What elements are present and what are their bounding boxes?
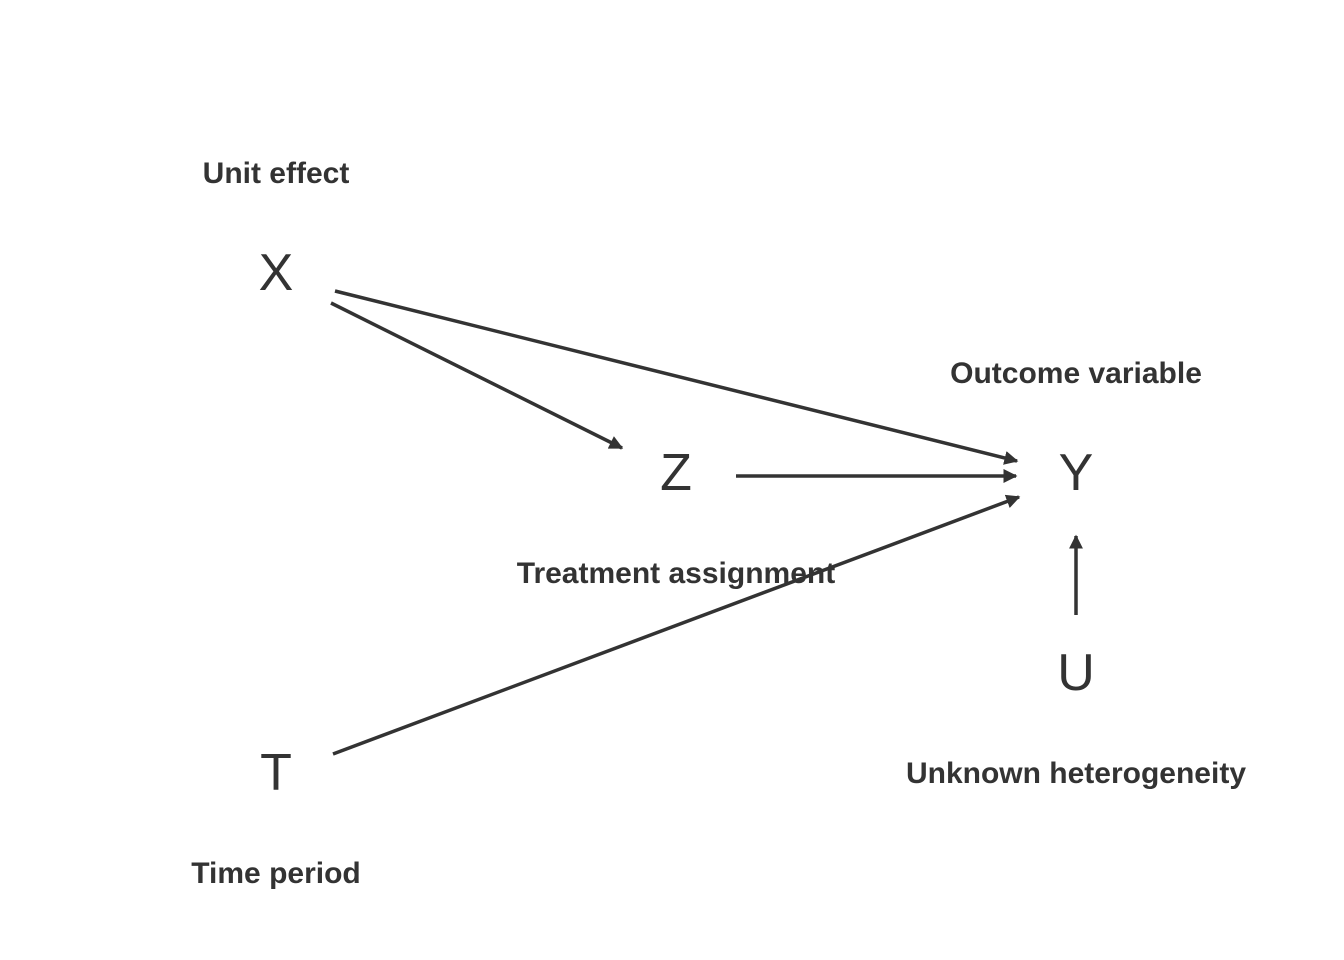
node-z-caption: Treatment assignment <box>517 557 835 590</box>
node-u-caption: Unknown heterogeneity <box>906 757 1246 790</box>
node-t-caption: Time period <box>191 857 360 890</box>
node-z-letter: Z <box>660 444 692 502</box>
edge-x-to-y <box>334 289 1019 465</box>
node-x-letter: X <box>259 244 294 302</box>
node-t-letter: T <box>260 744 292 802</box>
node-x-caption: Unit effect <box>203 157 350 190</box>
node-y-letter: Y <box>1059 444 1094 502</box>
node-y-caption: Outcome variable <box>950 357 1202 390</box>
edge-x-to-z <box>330 301 624 450</box>
edge-t-to-y <box>332 494 1021 756</box>
node-u-letter: U <box>1057 644 1095 702</box>
